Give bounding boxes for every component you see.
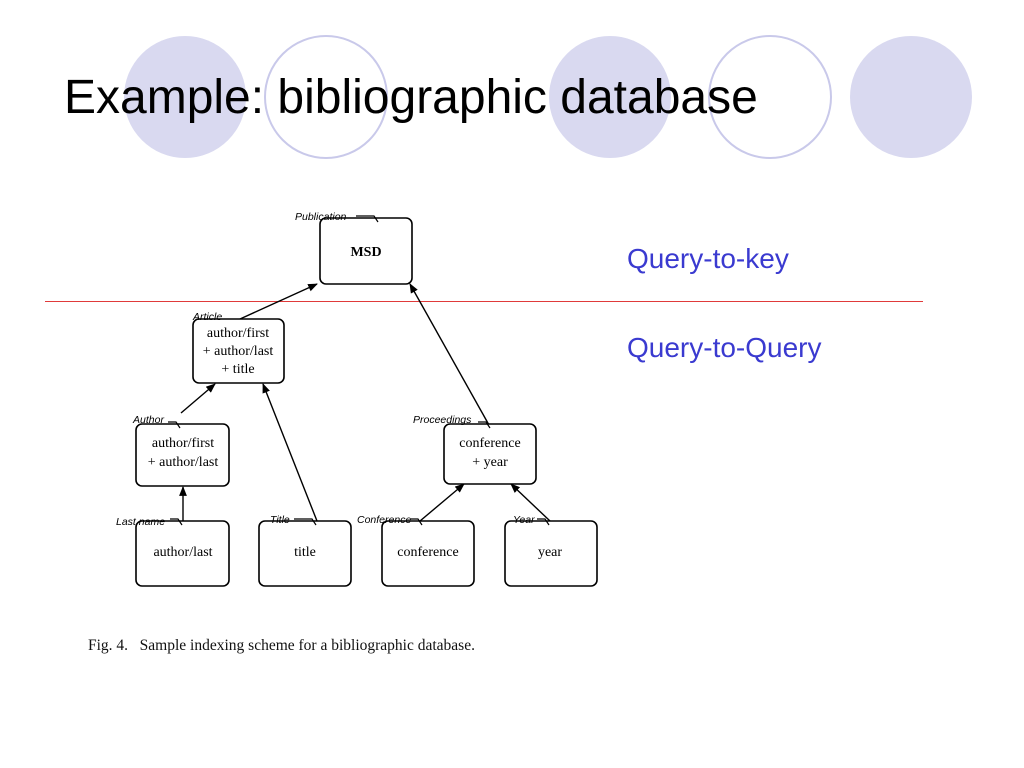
node-label-article: Article bbox=[192, 311, 222, 323]
node-text-proceedings-line2: + year bbox=[472, 455, 508, 470]
deco-circle-outline bbox=[264, 35, 388, 159]
deco-circle-filled bbox=[124, 36, 246, 158]
edge-year-to-proceedings bbox=[510, 483, 551, 522]
node-proceedings: Proceedings conference + year bbox=[413, 414, 537, 485]
deco-circle-filled bbox=[549, 36, 671, 158]
node-text-article-line1: author/first bbox=[207, 326, 269, 341]
query-to-key-label: Query-to-key bbox=[627, 243, 789, 274]
node-text-author-line2: + author/last bbox=[148, 455, 219, 470]
figure-caption: Fig. 4. Sample indexing scheme for a bib… bbox=[88, 637, 475, 654]
node-text-msd: MSD bbox=[350, 245, 381, 260]
node-label-publication: Publication bbox=[295, 211, 347, 223]
slide-title: Example: bibliographic database bbox=[64, 71, 758, 124]
node-year: Year year bbox=[504, 514, 598, 587]
edge-proceedings-to-publication bbox=[409, 283, 490, 426]
node-title: Title title bbox=[258, 514, 352, 587]
decorative-circles bbox=[124, 35, 972, 159]
node-text-conference: conference bbox=[397, 545, 458, 560]
node-label-lastname: Last name bbox=[116, 516, 165, 528]
node-text-year: year bbox=[538, 545, 562, 560]
node-label-conference: Conference bbox=[357, 514, 411, 526]
node-label-author: Author bbox=[132, 414, 164, 426]
node-text-title: title bbox=[294, 545, 316, 560]
edge-conference-to-proceedings bbox=[419, 483, 465, 522]
node-text-article-line2: + author/last bbox=[203, 344, 274, 359]
node-label-proceedings: Proceedings bbox=[413, 414, 472, 426]
edge-article-to-publication bbox=[239, 283, 318, 320]
node-author: Author author/first + author/last bbox=[132, 414, 230, 487]
node-label-title: Title bbox=[270, 514, 290, 526]
query-to-query-label: Query-to-Query bbox=[627, 332, 822, 363]
deco-circle-outline bbox=[708, 35, 832, 159]
edge-title-to-article bbox=[262, 383, 318, 522]
node-text-proceedings-line1: conference bbox=[459, 436, 520, 451]
node-text-article-line3: + title bbox=[221, 362, 254, 377]
node-label-year: Year bbox=[513, 514, 535, 526]
node-text-author-line1: author/first bbox=[152, 436, 214, 451]
node-conference: Conference conference bbox=[357, 514, 475, 587]
query-divider-line bbox=[45, 301, 923, 302]
deco-circle-filled bbox=[850, 36, 972, 158]
node-article: Article author/first + author/last + tit… bbox=[192, 311, 285, 384]
edge-author-to-article bbox=[180, 383, 216, 414]
node-lastname: Last name author/last bbox=[116, 516, 230, 587]
node-text-lastname: author/last bbox=[153, 545, 212, 560]
node-publication: Publication MSD bbox=[295, 211, 413, 285]
